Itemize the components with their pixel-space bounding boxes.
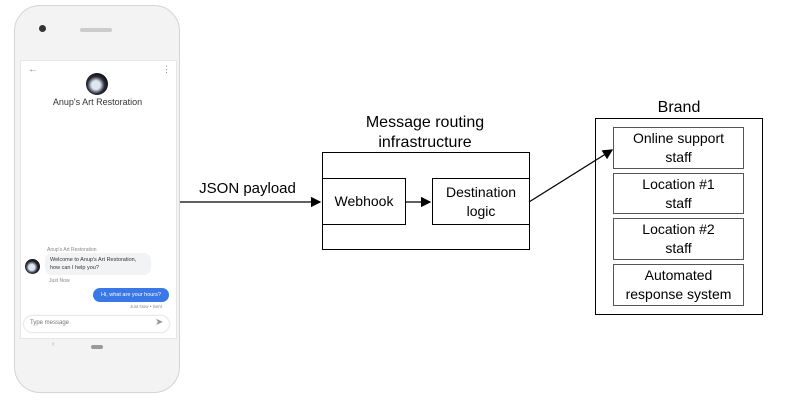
brand-title: Brand [657, 99, 701, 116]
back-arrow-icon[interactable]: ← [28, 64, 38, 75]
brand-container [595, 118, 763, 315]
webhook-box: Webhook [322, 178, 406, 225]
brand-item-online-support: Online support staff [613, 127, 744, 169]
business-avatar [86, 73, 108, 95]
message-input-placeholder: Type message [30, 320, 70, 326]
outgoing-status: Just Now • Sent [130, 304, 162, 309]
infrastructure-title: Message routing infrastructure [365, 114, 485, 151]
brand-item-location-2: Location #2 staff [613, 218, 744, 260]
send-icon[interactable]: ➤ [155, 317, 164, 328]
sender-avatar [25, 259, 40, 274]
incoming-time: Just Now [49, 278, 70, 284]
outgoing-message-bubble: Hi, what are your hours? [93, 288, 169, 302]
brand-item-location-1: Location #1 staff [613, 173, 744, 214]
camera-icon [39, 25, 46, 32]
nav-back-icon[interactable]: ‹ [52, 341, 55, 348]
nav-home-pill[interactable] [91, 345, 103, 349]
destination-logic-box: Destination logic [432, 178, 530, 225]
arrow-logic-to-online-support [528, 149, 614, 203]
sender-label: Anup's Art Restoration [47, 247, 97, 253]
more-options-icon[interactable]: ⋮ [162, 64, 171, 74]
brand-item-automated-response: Automated response system [613, 264, 744, 306]
message-input[interactable]: Type message ➤ [24, 316, 169, 332]
incoming-message-bubble: Welcome to Anup's Art Restoration, how c… [45, 253, 151, 275]
speaker-icon [80, 28, 112, 32]
json-payload-label: JSON payload [199, 180, 296, 197]
business-name: Anup's Art Restoration [52, 97, 143, 107]
